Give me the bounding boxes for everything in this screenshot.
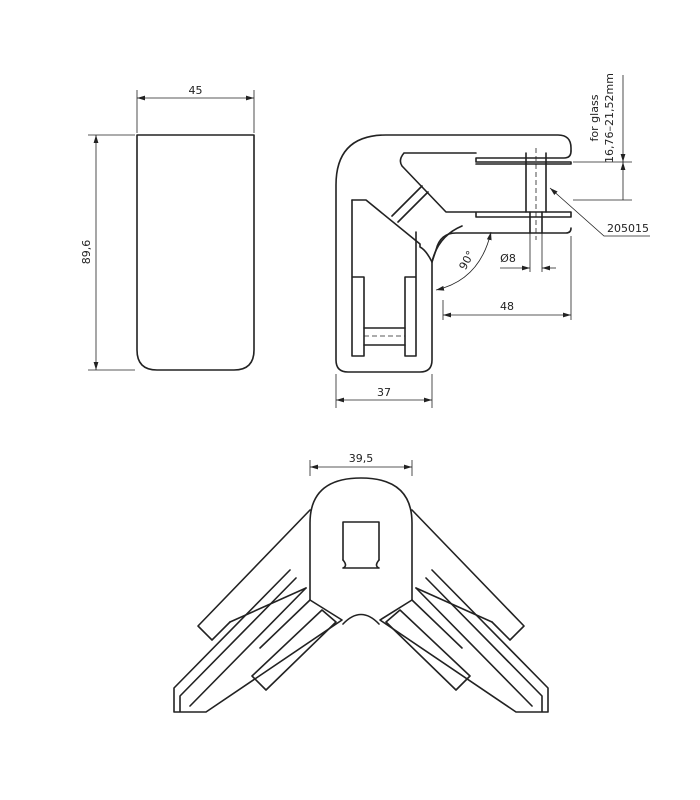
part-number-leader [549, 187, 650, 237]
side-view-body [335, 134, 572, 373]
top-view-left-arm [197, 509, 311, 649]
glass-note-line1: for glass [588, 94, 601, 141]
top-view: 39,5 [173, 452, 549, 713]
dim-height-front: 89,6 [80, 240, 93, 265]
side-view-web [351, 185, 433, 263]
front-view-outline [136, 134, 255, 371]
front-view: 45 89,6 [80, 84, 255, 371]
dim-pin-diameter: Ø8 [500, 252, 516, 265]
dim-width-top: 39,5 [349, 452, 374, 465]
side-view-pin [525, 152, 547, 234]
top-view-right-arm [411, 509, 525, 649]
side-view-clamp-right [404, 231, 417, 357]
glass-note-line2: 16,76–21,52mm [603, 73, 616, 163]
dim-line-angle [435, 231, 492, 291]
side-view-upper-arm [399, 150, 572, 218]
dim-width-side: 37 [377, 386, 391, 399]
top-view-knuckle [309, 477, 413, 601]
dim-arm-length: 48 [500, 300, 514, 313]
dim-angle: 90° [457, 249, 478, 272]
side-view-clamp-left [351, 199, 365, 357]
dim-width-front: 45 [189, 84, 203, 97]
top-view-right-clamp [379, 569, 549, 713]
top-view-left-clamp [173, 569, 343, 713]
part-number: 205015 [607, 222, 649, 235]
side-view: 90° Ø8 48 37 for glass 16,76–21,52mm 205… [335, 73, 650, 408]
